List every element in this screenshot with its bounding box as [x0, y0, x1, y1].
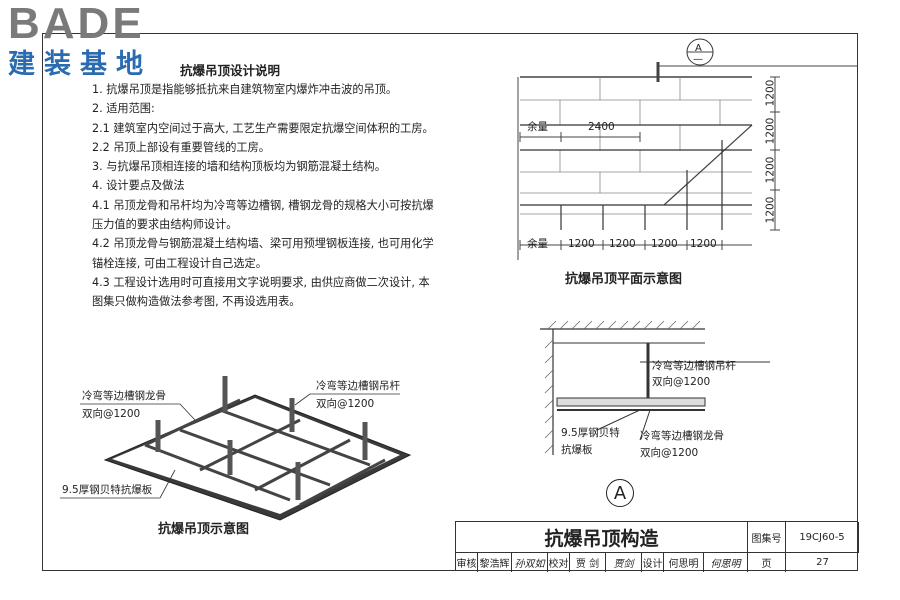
plan-remainder-bottom: 余量	[527, 238, 548, 250]
page-number: 27	[816, 557, 829, 568]
plan-dim-top: 2400	[588, 121, 615, 133]
plan-dim-right: 1200	[764, 196, 777, 224]
iso-keel-spacing: 双向@1200	[82, 408, 141, 420]
iso-keel-label: 冷弯等边槽钢龙骨	[82, 390, 166, 402]
review-signature: 孙双如	[512, 553, 548, 572]
atlas-number: 19CJ60-5	[786, 522, 859, 553]
design-label: 设计	[642, 553, 664, 572]
reviewer: 黎浩辉	[478, 553, 512, 572]
plan-caption: 抗爆吊顶平面示意图	[565, 272, 683, 287]
detail-keel-label: 冷弯等边槽钢龙骨	[640, 430, 724, 442]
callout-bottom: —	[693, 54, 703, 65]
plan-dim-bottom: 1200	[690, 238, 717, 250]
signature-row: 审核 黎浩辉 孙双如 校对 贾 剑 贾剑 设计 何思明 何思明 页 27	[456, 553, 859, 572]
page-label: 页	[748, 553, 786, 572]
logo-word: BADE	[8, 0, 145, 48]
detail-board-label: 抗爆板	[561, 444, 593, 456]
detail-rod-label: 冷弯等边槽钢吊杆	[652, 360, 736, 372]
review-label: 审核	[456, 553, 478, 572]
detail-rod-spacing: 双向@1200	[652, 376, 711, 388]
note-item: 4.1 吊顶龙骨和吊杆均为冷弯等边槽钢, 槽钢龙骨的规格大小可按抗爆压力值的要求…	[92, 198, 434, 232]
plan-dim-right: 1200	[764, 156, 777, 184]
plan-remainder-top: 余量	[527, 121, 548, 133]
detail-a	[540, 320, 770, 455]
drawing-title: 抗爆吊顶构造	[456, 522, 748, 553]
note-item: 1. 抗爆吊顶是指能够抵抗来自建筑物室内爆炸冲击波的吊顶。	[92, 83, 398, 96]
detail-keel-spacing: 双向@1200	[640, 447, 699, 459]
note-item: 2.1 建筑室内空间过于高大, 工艺生产需要限定抗爆空间体积的工房。	[92, 121, 434, 135]
note-item: 4.3 工程设计选用时可直接用文字说明要求, 由供应商做二次设计, 本图集只做构…	[92, 275, 430, 309]
designer: 何思明	[664, 553, 704, 572]
note-item: 4.2 吊顶龙骨与钢筋混凝土结构墙、梁可用预埋钢板连接, 也可用化学锚栓连接, …	[92, 237, 434, 270]
atlas-label: 图集号	[748, 522, 786, 553]
note-item: 3. 与抗爆吊顶相连接的墙和结构顶板均为钢筋混凝土结构。	[92, 160, 386, 174]
plan-dim-bottom: 1200	[609, 238, 636, 250]
iso-caption: 抗爆吊顶示意图	[158, 522, 250, 537]
callout-top: A	[695, 43, 702, 54]
note-item: 2.2 吊顶上部设有重要管线的工房。	[92, 140, 270, 154]
iso-view	[103, 376, 412, 521]
iso-board-label: 9.5厚钢贝特抗爆板	[62, 484, 153, 496]
plan-dim-bottom: 1200	[568, 238, 595, 250]
logo-subtitle: 建装基地	[8, 49, 152, 80]
plan-dim-right: 1200	[764, 79, 777, 107]
plan-view	[517, 38, 858, 260]
note-item: 4. 设计要点及做法	[92, 179, 185, 193]
checker: 贾 剑	[570, 553, 606, 572]
design-notes: 抗爆吊顶设计说明 1. 抗爆吊顶是指能够抵抗来自建筑物室内爆炸冲击波的吊顶。 2…	[92, 62, 437, 312]
iso-rod-label: 冷弯等边槽钢吊杆	[316, 380, 400, 392]
check-signature: 贾剑	[606, 553, 642, 572]
plan-dim-bottom: 1200	[651, 238, 678, 250]
detail-marker: A	[606, 479, 634, 507]
design-signature: 何思明	[704, 553, 748, 572]
logo: BADE 建装基地	[8, 2, 152, 82]
detail-board-label: 9.5厚钢贝特	[561, 427, 620, 439]
plan-dim-right: 1200	[764, 117, 777, 145]
note-item: 2. 适用范围:	[92, 102, 155, 116]
check-label: 校对	[548, 553, 570, 572]
drawing-frame	[42, 33, 858, 571]
notes-title: 抗爆吊顶设计说明	[180, 63, 281, 78]
title-block: 抗爆吊顶构造 图集号 19CJ60-5 审核 黎浩辉 孙双如 校对 贾 剑 贾剑…	[455, 521, 859, 572]
iso-rod-spacing: 双向@1200	[316, 398, 375, 410]
